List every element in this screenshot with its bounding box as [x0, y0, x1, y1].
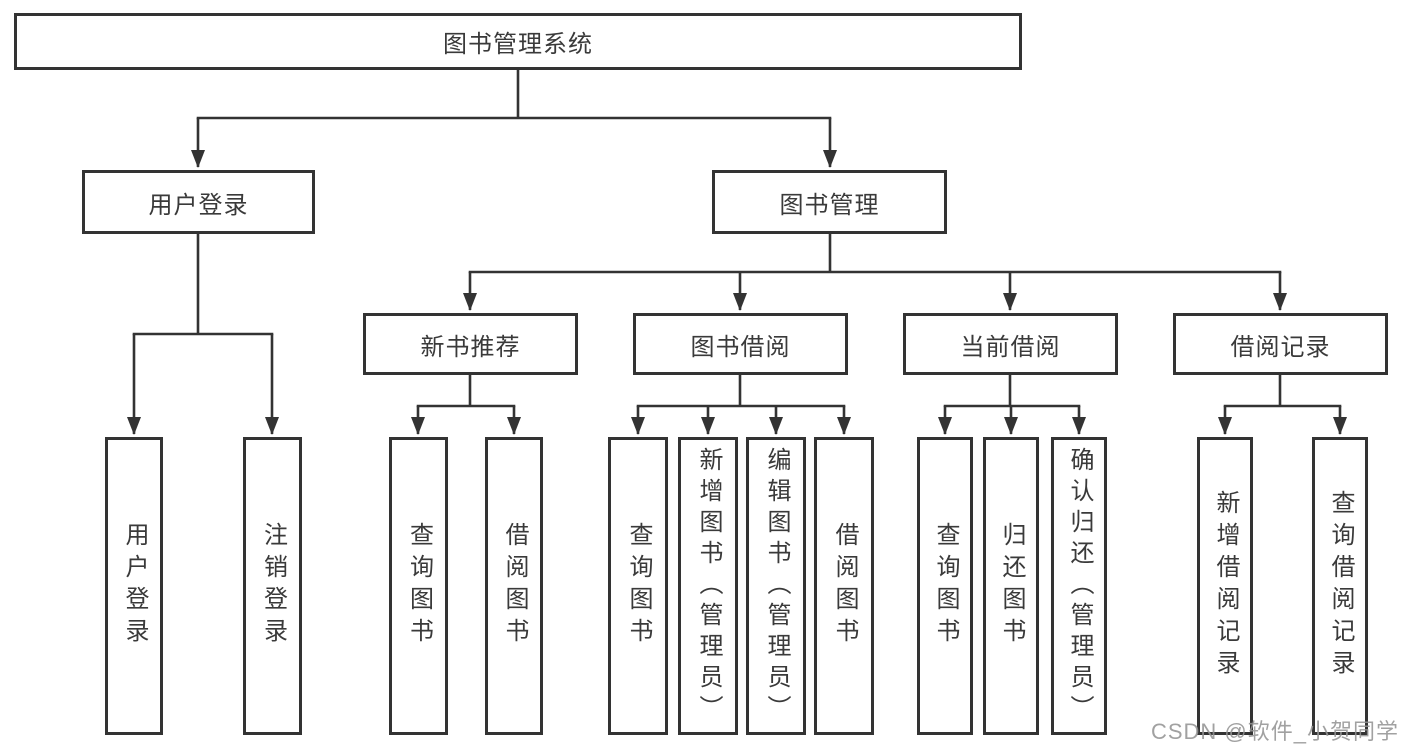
leaf-confirm-return-admin: 确认归还（管理员）	[1051, 437, 1107, 735]
node-book-borrow: 图书借阅	[633, 313, 848, 375]
leaf-add-books-admin: 新增图书（管理员）	[678, 437, 738, 735]
leaf-user-login: 用户登录	[105, 437, 163, 735]
leaf-borrow-books: 借阅图书	[814, 437, 874, 735]
node-label: 图书借阅	[690, 333, 791, 361]
node-new-book-recommend: 新书推荐	[363, 313, 578, 375]
leaf-borrow-books-recommend: 借阅图书	[485, 437, 543, 735]
node-label: 借阅图书	[831, 522, 858, 650]
node-label: 图书管理系统	[443, 31, 593, 58]
node-label: 查询图书	[405, 522, 433, 650]
node-label: 新增图书（管理员）	[695, 446, 722, 726]
node-label: 用户登录	[148, 191, 249, 219]
node-label: 用户登录	[121, 522, 148, 650]
node-label: 查询图书	[625, 522, 652, 650]
node-current-borrow: 当前借阅	[903, 313, 1118, 375]
csdn-watermark: CSDN @软件_小贺同学	[1150, 719, 1399, 744]
leaf-query-books-borrow: 查询图书	[608, 437, 668, 735]
node-label: 归还图书	[998, 522, 1025, 650]
node-label: 确认归还（管理员）	[1066, 446, 1093, 726]
node-label: 查询借阅记录	[1327, 490, 1354, 682]
node-label: 借阅图书	[501, 522, 528, 650]
leaf-query-books-recommend: 查询图书	[389, 437, 448, 735]
node-book-management: 图书管理	[712, 170, 947, 234]
node-label: 新书推荐	[420, 333, 521, 361]
node-label: 当前借阅	[960, 333, 1061, 361]
leaf-logout: 注销登录	[243, 437, 302, 735]
node-label: 借阅记录	[1230, 333, 1331, 361]
node-label: 查询图书	[932, 522, 959, 650]
node-label: 注销登录	[259, 522, 287, 650]
node-label: 图书管理	[779, 191, 880, 219]
leaf-query-books-current: 查询图书	[917, 437, 973, 735]
leaf-return-books: 归还图书	[983, 437, 1039, 735]
leaf-edit-books-admin: 编辑图书（管理员）	[746, 437, 806, 735]
leaf-query-borrow-record: 查询借阅记录	[1312, 437, 1368, 735]
node-user-login: 用户登录	[82, 170, 315, 234]
node-label: 新增借阅记录	[1212, 490, 1239, 682]
leaf-add-borrow-record: 新增借阅记录	[1197, 437, 1253, 735]
node-root-library-system: 图书管理系统	[14, 13, 1022, 70]
node-borrow-record: 借阅记录	[1173, 313, 1388, 375]
node-label: 编辑图书（管理员）	[763, 446, 790, 726]
